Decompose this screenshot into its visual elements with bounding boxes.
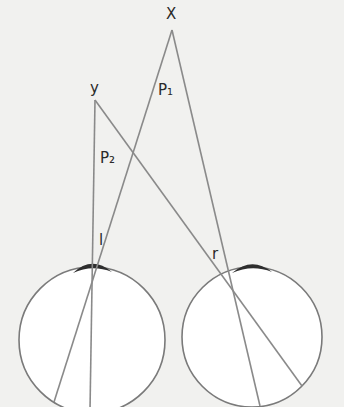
eye-label: r bbox=[212, 246, 218, 263]
angle-label: P₁ bbox=[158, 82, 173, 99]
eye-label: l bbox=[99, 232, 103, 249]
ray-y-right bbox=[95, 100, 302, 386]
right-cornea bbox=[232, 264, 272, 273]
ray-x-right bbox=[172, 30, 260, 406]
ray-y-left bbox=[90, 100, 95, 407]
point-label: X bbox=[166, 6, 176, 23]
right-eye bbox=[182, 267, 322, 407]
angle-label: P₂ bbox=[100, 150, 115, 167]
point-label: y bbox=[90, 80, 99, 97]
ray-x-left bbox=[54, 30, 172, 402]
